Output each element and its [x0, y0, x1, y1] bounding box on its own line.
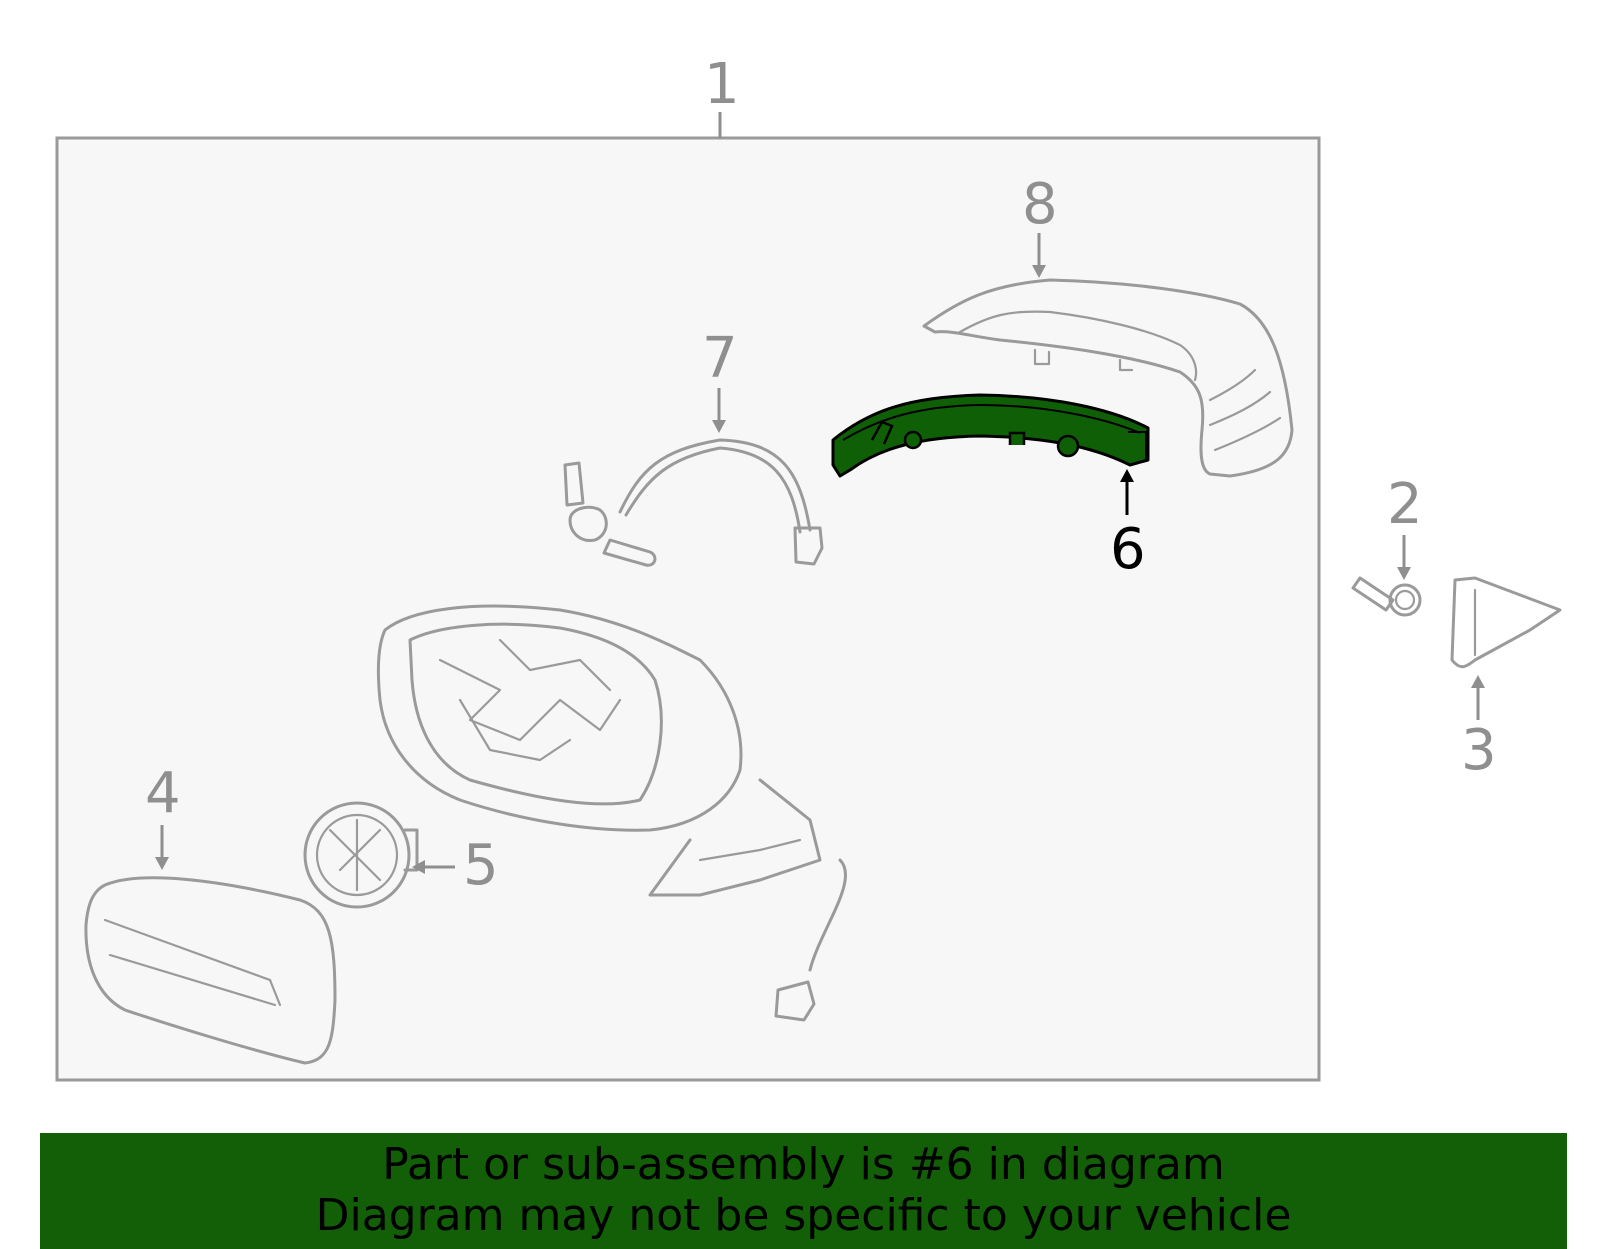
- callout-8-label: 8: [1022, 172, 1058, 237]
- callout-6-label: 6: [1110, 517, 1146, 582]
- assembly-frame: [55, 136, 1321, 1082]
- callout-5-label: 5: [463, 833, 499, 898]
- info-banner: Part or sub-assembly is #6 in diagram Di…: [40, 1133, 1567, 1249]
- banner-line-disclaimer: Diagram may not be specific to your vehi…: [315, 1190, 1292, 1241]
- callout-3-arrowhead: [1471, 675, 1485, 688]
- callout-6-arrowhead: [1120, 469, 1134, 482]
- callout-7-arrowhead: [712, 420, 726, 433]
- callout-4-label: 4: [145, 761, 181, 826]
- callout-3-label: 3: [1461, 718, 1497, 783]
- banner-line-part: Part or sub-assembly is #6 in diagram: [382, 1139, 1225, 1190]
- callout-2-arrowhead: [1397, 567, 1411, 580]
- part-1-mirror-assembly-body[interactable]: [376, 604, 847, 1022]
- callout-4-arrowhead: [155, 857, 169, 870]
- part-7-wire-harness[interactable]: [563, 438, 824, 567]
- part-3-bracket[interactable]: [1450, 576, 1562, 669]
- callout-2-label: 2: [1387, 472, 1423, 537]
- callout-8-arrowhead: [1032, 265, 1046, 278]
- callout-1-label: 1: [704, 52, 740, 117]
- part-2-screw[interactable]: [1351, 576, 1422, 617]
- part-6-turn-signal-lamp[interactable]: [831, 393, 1150, 478]
- callout-7-label: 7: [702, 326, 738, 391]
- part-4-mirror-glass[interactable]: [84, 876, 337, 1065]
- callout-5-arrowhead: [412, 860, 425, 874]
- part-8-mirror-cover[interactable]: [922, 278, 1294, 478]
- part-5-mirror-motor[interactable]: [303, 801, 419, 909]
